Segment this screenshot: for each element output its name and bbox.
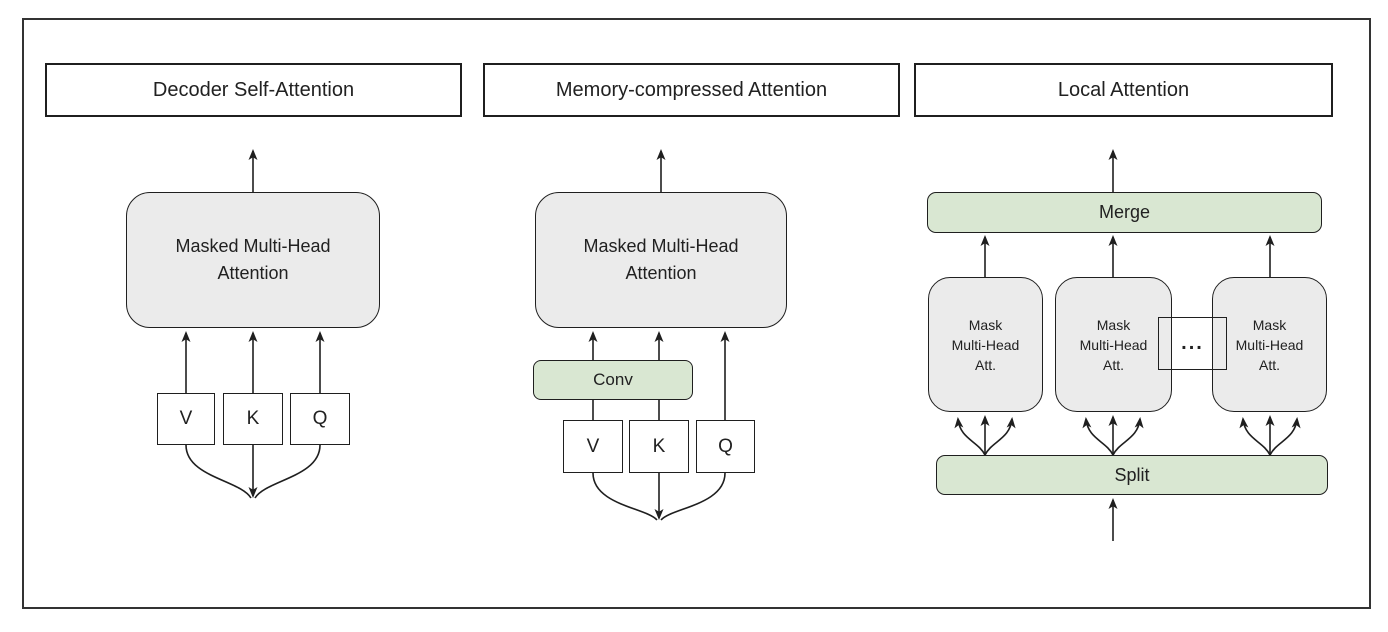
local-head1-label-line2: Multi-Head — [951, 336, 1020, 353]
local-heads-ellipsis: ... — [1158, 317, 1227, 370]
memory-k-node: K — [629, 420, 689, 473]
local-head1-label-line1: Mask — [968, 316, 1003, 333]
memory-attention-label-line1: Masked Multi-Head — [583, 236, 739, 256]
local-head3-node: Mask Multi-Head Att. — [1212, 277, 1327, 412]
local-head3-label-line1: Mask — [1252, 316, 1287, 333]
local-split-node: Split — [936, 455, 1328, 495]
local-head1-label-line3: Att. — [974, 356, 996, 373]
decoder-k-node: K — [223, 393, 283, 445]
local-head2-node: Mask Multi-Head Att. — [1055, 277, 1172, 412]
decoder-q-node: Q — [290, 393, 350, 445]
decoder-panel-title: Decoder Self-Attention — [45, 63, 462, 117]
local-head3-label-line3: Att. — [1258, 356, 1280, 373]
memory-q-node: Q — [696, 420, 755, 473]
decoder-v-node: V — [157, 393, 215, 445]
local-head2-label-line2: Multi-Head — [1079, 336, 1148, 353]
local-panel-title: Local Attention — [914, 63, 1333, 117]
memory-attention-label-line2: Attention — [625, 263, 697, 283]
decoder-attention-label-line2: Attention — [217, 263, 289, 283]
local-head2-label-line3: Att. — [1102, 356, 1124, 373]
decoder-masked-attention-node: Masked Multi-Head Attention — [126, 192, 380, 328]
local-head3-label-line2: Multi-Head — [1235, 336, 1304, 353]
decoder-attention-label-line1: Masked Multi-Head — [175, 236, 331, 256]
local-head2-label-line1: Mask — [1096, 316, 1131, 333]
memory-v-node: V — [563, 420, 623, 473]
memory-panel-title: Memory-compressed Attention — [483, 63, 900, 117]
local-head1-node: Mask Multi-Head Att. — [928, 277, 1043, 412]
memory-masked-attention-node: Masked Multi-Head Attention — [535, 192, 787, 328]
local-merge-node: Merge — [927, 192, 1322, 233]
memory-conv-node: Conv — [533, 360, 693, 400]
